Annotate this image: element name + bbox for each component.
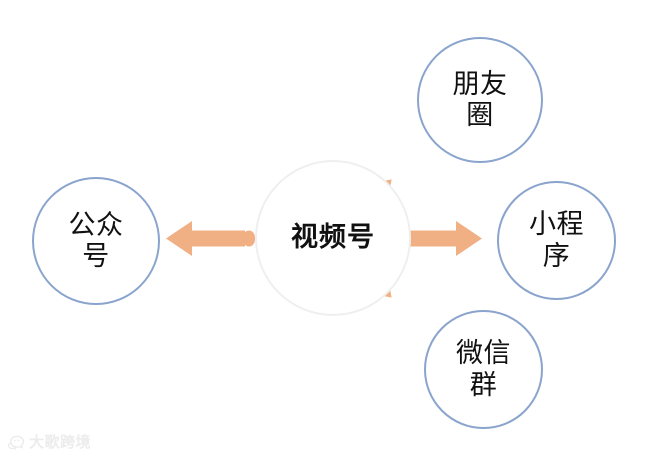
node-center-label: 视频号 xyxy=(291,222,375,254)
arrow-to-gongzhonghao xyxy=(166,221,255,256)
node-gongzhonghao-label: 公众号 xyxy=(68,209,124,272)
node-pengyouquan-label: 朋友圈 xyxy=(452,68,508,131)
node-center-shipinhao[interactable]: 视频号 xyxy=(255,160,411,316)
camera-logo-icon xyxy=(7,435,25,450)
watermark-text: 大歌跨境 xyxy=(29,433,92,451)
node-weixinqun[interactable]: 微信群 xyxy=(424,310,543,429)
node-xiaochengxu[interactable]: 小程序 xyxy=(497,181,616,300)
node-pengyouquan[interactable]: 朋友圈 xyxy=(417,37,543,163)
watermark: 大歌跨境 xyxy=(6,433,91,452)
node-xiaochengxu-label: 小程序 xyxy=(529,209,584,272)
node-weixinqun-label: 微信群 xyxy=(456,338,511,401)
node-gongzhonghao[interactable]: 公众号 xyxy=(32,177,160,305)
